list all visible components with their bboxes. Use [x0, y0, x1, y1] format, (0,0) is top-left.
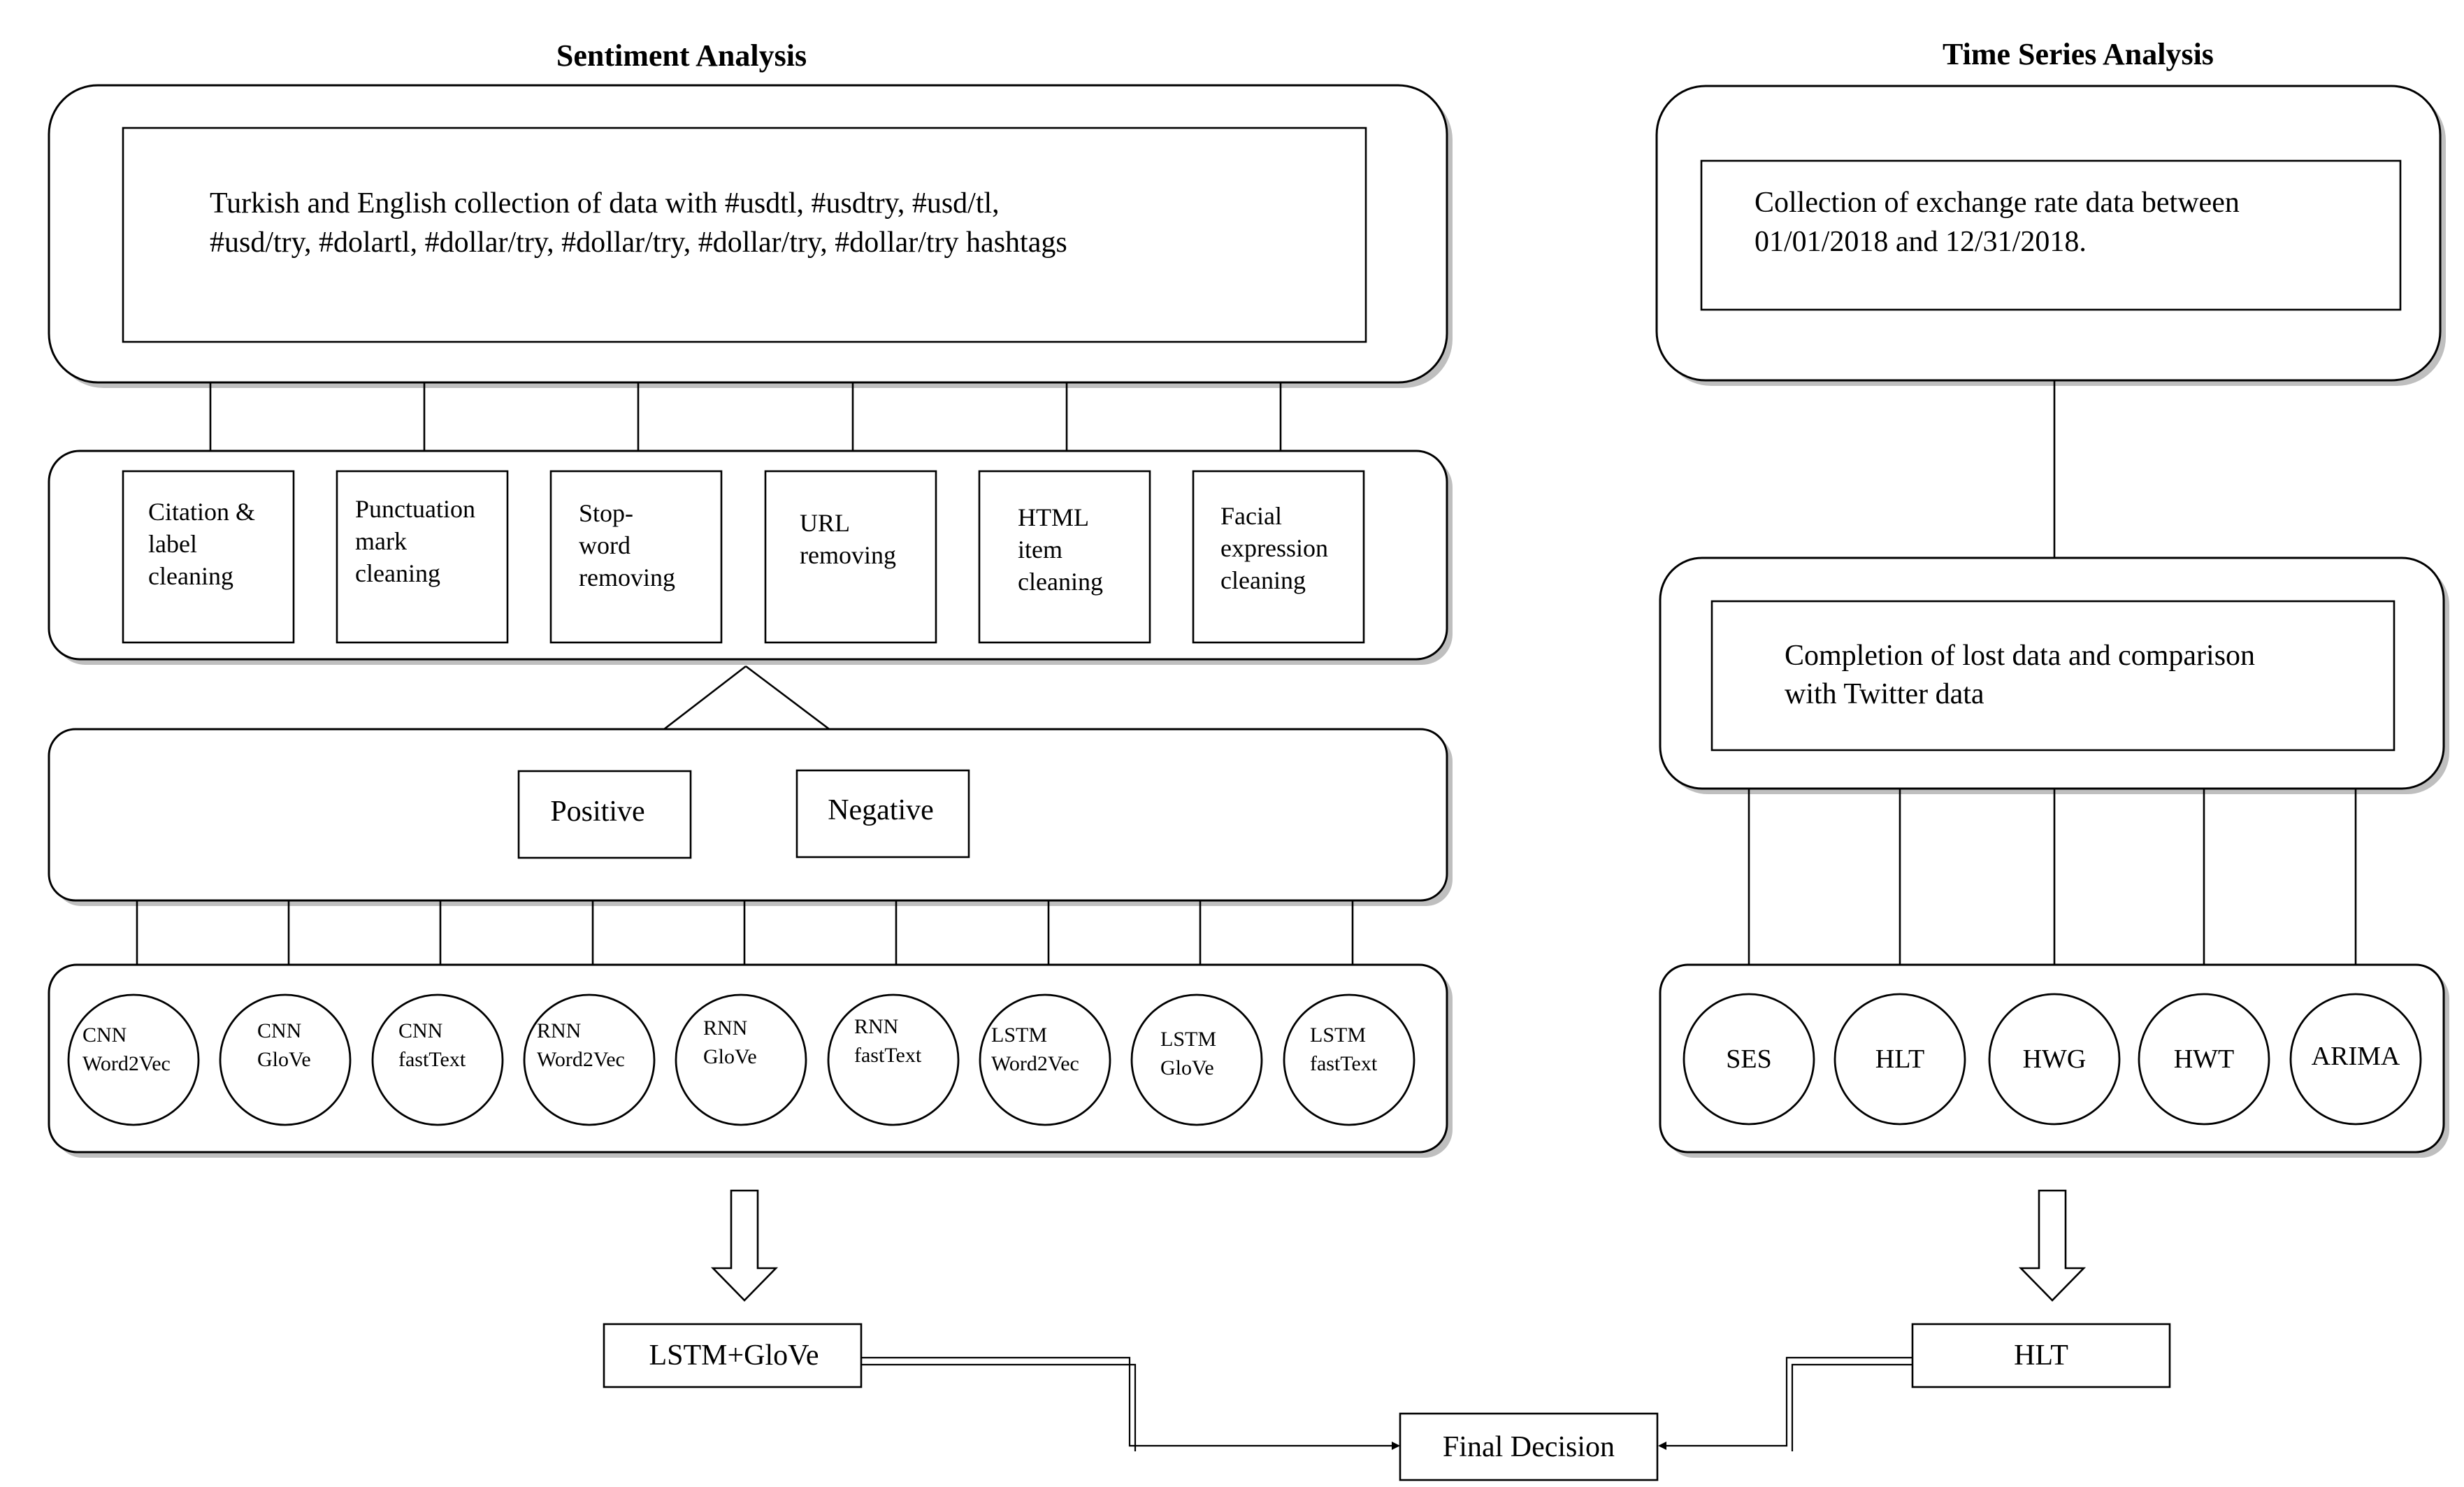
- cleaning-step: Citation & label cleaning: [122, 470, 295, 644]
- svg-text:Facial: Facial: [1220, 502, 1282, 530]
- svg-text:#usd/try, #dolartl, #dollar/tr: #usd/try, #dolartl, #dollar/try, #dollar…: [210, 227, 1067, 259]
- ts-model-circle-arima: ARIMA: [2289, 993, 2422, 1126]
- svg-text:fastText: fastText: [854, 1044, 922, 1067]
- svg-text:Word2Vec: Word2Vec: [537, 1048, 625, 1071]
- sentiment-best-box: [603, 1323, 863, 1388]
- cleaning-step: HTML item cleaning: [978, 470, 1151, 644]
- timeseries-best-box: [1911, 1323, 2171, 1388]
- svg-text:CNN: CNN: [82, 1023, 127, 1047]
- svg-text:item: item: [1018, 536, 1062, 563]
- labels-panel: [48, 728, 1448, 902]
- negative-label: Negative: [828, 794, 934, 826]
- svg-text:LSTM: LSTM: [1160, 1028, 1216, 1051]
- positive-box: [517, 770, 692, 859]
- svg-text:cleaning: cleaning: [1018, 568, 1103, 596]
- svg-text:removing: removing: [800, 541, 896, 569]
- cleaning-step: Stop- word removing: [549, 470, 723, 644]
- svg-text:removing: removing: [579, 563, 675, 591]
- svg-text:mark: mark: [355, 527, 407, 555]
- cleaning-step: Facial expression cleaning: [1192, 470, 1365, 644]
- svg-text:HLT: HLT: [1875, 1044, 1924, 1074]
- svg-text:word: word: [579, 531, 631, 559]
- svg-text:Stop-: Stop-: [579, 499, 633, 527]
- timeseries-title: Time Series Analysis: [1943, 37, 2214, 71]
- sentiment-collection-text: Turkish and English collection of data w…: [210, 187, 1000, 220]
- model-circle-rnn-fasttext: RNN fastText: [827, 993, 960, 1126]
- svg-text:GloVe: GloVe: [703, 1045, 757, 1068]
- svg-text:fastText: fastText: [1310, 1052, 1378, 1075]
- svg-text:RNN: RNN: [854, 1015, 898, 1038]
- model-circle-cnn-glove: CNN GloVe: [219, 993, 352, 1126]
- svg-text:URL: URL: [800, 509, 850, 537]
- svg-text:HWG: HWG: [2023, 1044, 2087, 1074]
- svg-text:LSTM: LSTM: [991, 1023, 1047, 1047]
- positive-label: Positive: [550, 796, 644, 828]
- timeseries-collection-box: [1700, 159, 2402, 311]
- cleaning-step: URL removing: [764, 470, 937, 644]
- cleaning-step: Punctuation mark cleaning: [336, 470, 509, 644]
- svg-text:cleaning: cleaning: [148, 562, 233, 590]
- svg-text:fastText: fastText: [398, 1048, 466, 1071]
- model-circle-lstm-glove: LSTM GloVe: [1130, 993, 1263, 1126]
- svg-text:Punctuation: Punctuation: [355, 495, 475, 523]
- sentiment-result-arrow: [710, 1189, 779, 1302]
- svg-text:ARIMA: ARIMA: [2312, 1042, 2400, 1071]
- svg-text:label: label: [148, 530, 197, 558]
- model-circle-lstm-fasttext: LSTM fastText: [1283, 993, 1415, 1126]
- timeseries-result-arrow: [2018, 1189, 2087, 1302]
- completion-box: [1710, 600, 2395, 752]
- model-circle-cnn-fasttext: CNN fastText: [371, 993, 504, 1126]
- svg-text:GloVe: GloVe: [257, 1048, 311, 1071]
- svg-text:01/01/2018 and 12/31/2018.: 01/01/2018 and 12/31/2018.: [1755, 226, 2087, 258]
- svg-text:SES: SES: [1726, 1044, 1771, 1074]
- timeseries-collection-text: Collection of exchange rate data between: [1755, 187, 2240, 219]
- model-circle-lstm-word2vec: LSTM Word2Vec: [979, 993, 1111, 1126]
- negative-box: [795, 769, 970, 859]
- model-circle-rnn-glove: RNN GloVe: [675, 993, 807, 1126]
- ts-model-circle-ses: SES: [1683, 993, 1815, 1126]
- sentiment-title: Sentiment Analysis: [556, 38, 807, 73]
- sentiment-best-label: LSTM+GloVe: [649, 1339, 819, 1372]
- svg-text:HWT: HWT: [2174, 1044, 2235, 1074]
- svg-text:Citation &: Citation &: [148, 498, 255, 526]
- model-circle-rnn-word2vec: RNN Word2Vec: [523, 993, 656, 1126]
- svg-text:expression: expression: [1220, 534, 1328, 562]
- svg-text:cleaning: cleaning: [1220, 566, 1306, 594]
- ts-model-circle-hlt: HLT: [1833, 993, 1966, 1126]
- connector-right: [1658, 1356, 1912, 1451]
- svg-text:Word2Vec: Word2Vec: [991, 1052, 1079, 1075]
- sentiment-collection-box: [122, 127, 1367, 343]
- final-decision-box: [1399, 1412, 1659, 1481]
- connector-left: [861, 1356, 1400, 1451]
- svg-text:CNN: CNN: [398, 1019, 442, 1042]
- svg-text:LSTM: LSTM: [1310, 1023, 1366, 1047]
- final-decision-label: Final Decision: [1443, 1431, 1615, 1463]
- svg-text:HTML: HTML: [1018, 503, 1089, 531]
- svg-text:RNN: RNN: [703, 1017, 747, 1040]
- svg-text:cleaning: cleaning: [355, 559, 440, 587]
- timeseries-model-arrows: [1745, 789, 2360, 996]
- svg-text:Word2Vec: Word2Vec: [82, 1052, 171, 1075]
- completion-text: Completion of lost data and comparison: [1785, 640, 2255, 672]
- ts-model-circle-hwt: HWT: [2138, 993, 2270, 1126]
- ts-model-circle-hwg: HWG: [1988, 993, 2121, 1126]
- svg-text:GloVe: GloVe: [1160, 1056, 1214, 1079]
- svg-text:with Twitter data: with Twitter data: [1785, 678, 1984, 710]
- svg-text:RNN: RNN: [537, 1019, 581, 1042]
- timeseries-best-label: HLT: [2014, 1339, 2068, 1372]
- model-circle-cnn-word2vec: CNN Word2Vec: [67, 993, 200, 1126]
- svg-text:CNN: CNN: [257, 1019, 301, 1042]
